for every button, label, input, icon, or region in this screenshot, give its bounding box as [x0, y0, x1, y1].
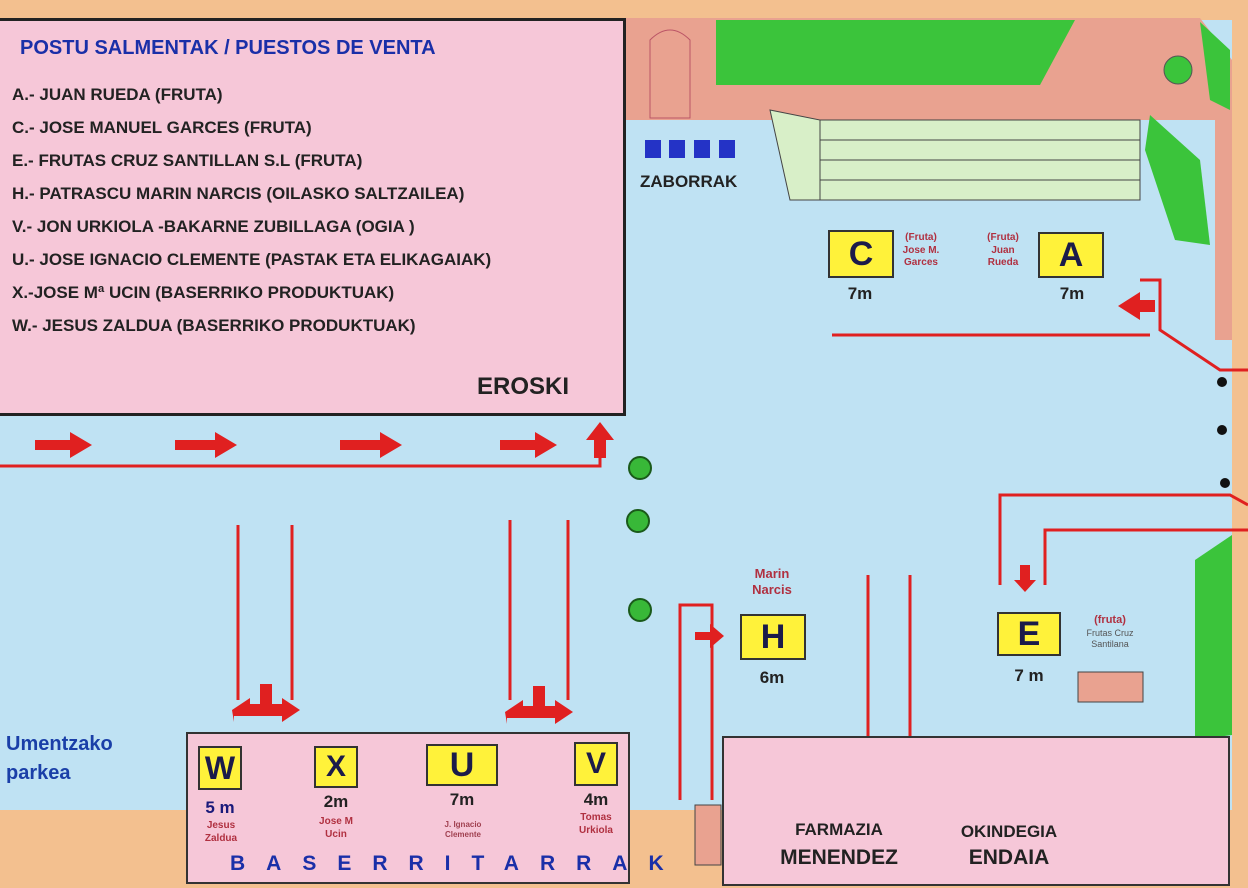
owner-line: (Fruta)	[905, 232, 937, 243]
owner-line: (Fruta)	[987, 232, 1019, 243]
owner-line: Ucin	[325, 828, 347, 840]
zaborrak-label: ZABORRAK	[640, 172, 738, 191]
legend-item: U.- JOSE IGNACIO CLEMENTE (PASTAK ETA EL…	[12, 250, 492, 269]
stall-size: 7m	[847, 284, 873, 303]
stall-size: 5 m	[205, 798, 235, 817]
shop-line: OKINDEGIA	[960, 822, 1058, 841]
eroski-label: EROSKI	[476, 373, 569, 400]
stall-letter: W	[204, 749, 236, 786]
upper-terrace	[626, 18, 1232, 340]
bollards	[1217, 377, 1230, 488]
stall-h[interactable]: H	[740, 614, 806, 660]
legend-item: A.- JUAN RUEDA (FRUTA)	[12, 85, 223, 104]
legend-item: V.- JON URKIOLA -BAKARNE ZUBILLAGA (OGIA…	[12, 217, 415, 236]
legend-list: A.- JUAN RUEDA (FRUTA) C.- JOSE MANUEL G…	[12, 85, 491, 349]
stall-size: 4m	[583, 790, 609, 809]
stall-size: 6m	[759, 668, 785, 687]
shop-line: ENDAIA	[968, 846, 1050, 869]
owner-line: Santilana	[1091, 639, 1129, 649]
garden	[1200, 22, 1230, 110]
legend-item: C.- JOSE MANUEL GARCES (FRUTA)	[12, 118, 312, 137]
stall-u[interactable]: U	[426, 744, 498, 786]
owner-line: Clemente	[444, 830, 481, 839]
owner-line: Juan	[991, 244, 1015, 256]
owner-line: Garces	[904, 257, 938, 268]
stall-w[interactable]: W	[198, 746, 242, 790]
owner-line: Marin	[754, 566, 790, 581]
legend-item: H.- PATRASCU MARIN NARCIS (OILASKO SALTZ…	[12, 184, 465, 203]
farmazia-menendez: FARMAZIA MENENDEZ	[774, 820, 904, 870]
stall-letter: V	[585, 747, 606, 780]
stall-letter: H	[760, 617, 786, 656]
legend-panel: POSTU SALMENTAK / PUESTOS DE VENTA A.- J…	[0, 18, 626, 416]
stall-v[interactable]: V	[574, 742, 618, 786]
legend-title: POSTU SALMENTAK / PUESTOS DE VENTA	[20, 37, 436, 59]
stall-size: 7 m	[1014, 666, 1044, 685]
bin-icon	[645, 140, 661, 158]
legend-item: X.-JOSE Mª UCIN (BASERRIKO PRODUKTUAK)	[12, 283, 395, 302]
tree-icon	[628, 456, 652, 480]
tree-icon	[628, 598, 652, 622]
stall-size: 2m	[323, 792, 349, 811]
legend-item: W.- JESUS ZALDUA (BASERRIKO PRODUKTUAK)	[12, 316, 416, 335]
owner-line: Jesus	[206, 820, 236, 831]
shop-line: FARMAZIA	[795, 820, 883, 839]
park-line: parkea	[6, 762, 71, 784]
garden	[1145, 115, 1210, 245]
stall-owner: (Fruta)Jose M.Garces	[896, 232, 946, 270]
owner-line: Urkiola	[579, 824, 613, 836]
stall-letter: C	[848, 234, 874, 273]
fountain	[1163, 55, 1193, 85]
stall-letter: U	[449, 745, 475, 784]
tree-icon	[626, 509, 650, 533]
owner-line: Frutas Cruz	[1086, 627, 1134, 638]
arch	[649, 29, 691, 119]
okindegia-endaia: OKINDEGIA ENDAIA	[944, 822, 1074, 870]
owner-line: (fruta)	[1094, 614, 1126, 626]
garden	[1195, 535, 1232, 740]
owner-line: Zaldua	[204, 832, 238, 844]
park-label: Umentzako parkea	[6, 730, 113, 788]
bin-icon	[669, 140, 685, 158]
small-stairs	[694, 671, 1144, 866]
legend-item: E.- FRUTAS CRUZ SANTILLAN S.L (FRUTA)	[12, 151, 363, 170]
owner-line: Jose M.	[902, 244, 940, 256]
owner-line: Rueda	[987, 257, 1019, 268]
baserritarrak-label: BASERRITARRAK	[230, 852, 685, 875]
stall-size: 7m	[1059, 284, 1085, 303]
stall-size: 7m	[449, 790, 475, 809]
stall-c[interactable]: C	[828, 230, 894, 278]
stall-letter: A	[1058, 235, 1084, 274]
owner-line: Narcis	[752, 582, 792, 598]
stall-letter: X	[325, 750, 346, 783]
park-line: Umentzako	[6, 733, 113, 755]
shops-building: FARMAZIA MENENDEZ OKINDEGIA ENDAIA	[722, 736, 1230, 886]
owner-line: Jose M	[319, 816, 353, 827]
shop-line: MENENDEZ	[780, 846, 898, 869]
bin-icon	[694, 140, 710, 158]
stall-x[interactable]: X	[314, 746, 358, 788]
bin-icon	[719, 140, 735, 158]
stall-letter: E	[1017, 614, 1041, 653]
garden	[716, 20, 1075, 85]
stall-a[interactable]: A	[1038, 232, 1104, 278]
stairs	[769, 109, 1141, 201]
owner-line: Tomas	[580, 812, 612, 823]
stall-e[interactable]: E	[997, 612, 1061, 656]
owner-line: J. Ignacio	[444, 820, 482, 829]
